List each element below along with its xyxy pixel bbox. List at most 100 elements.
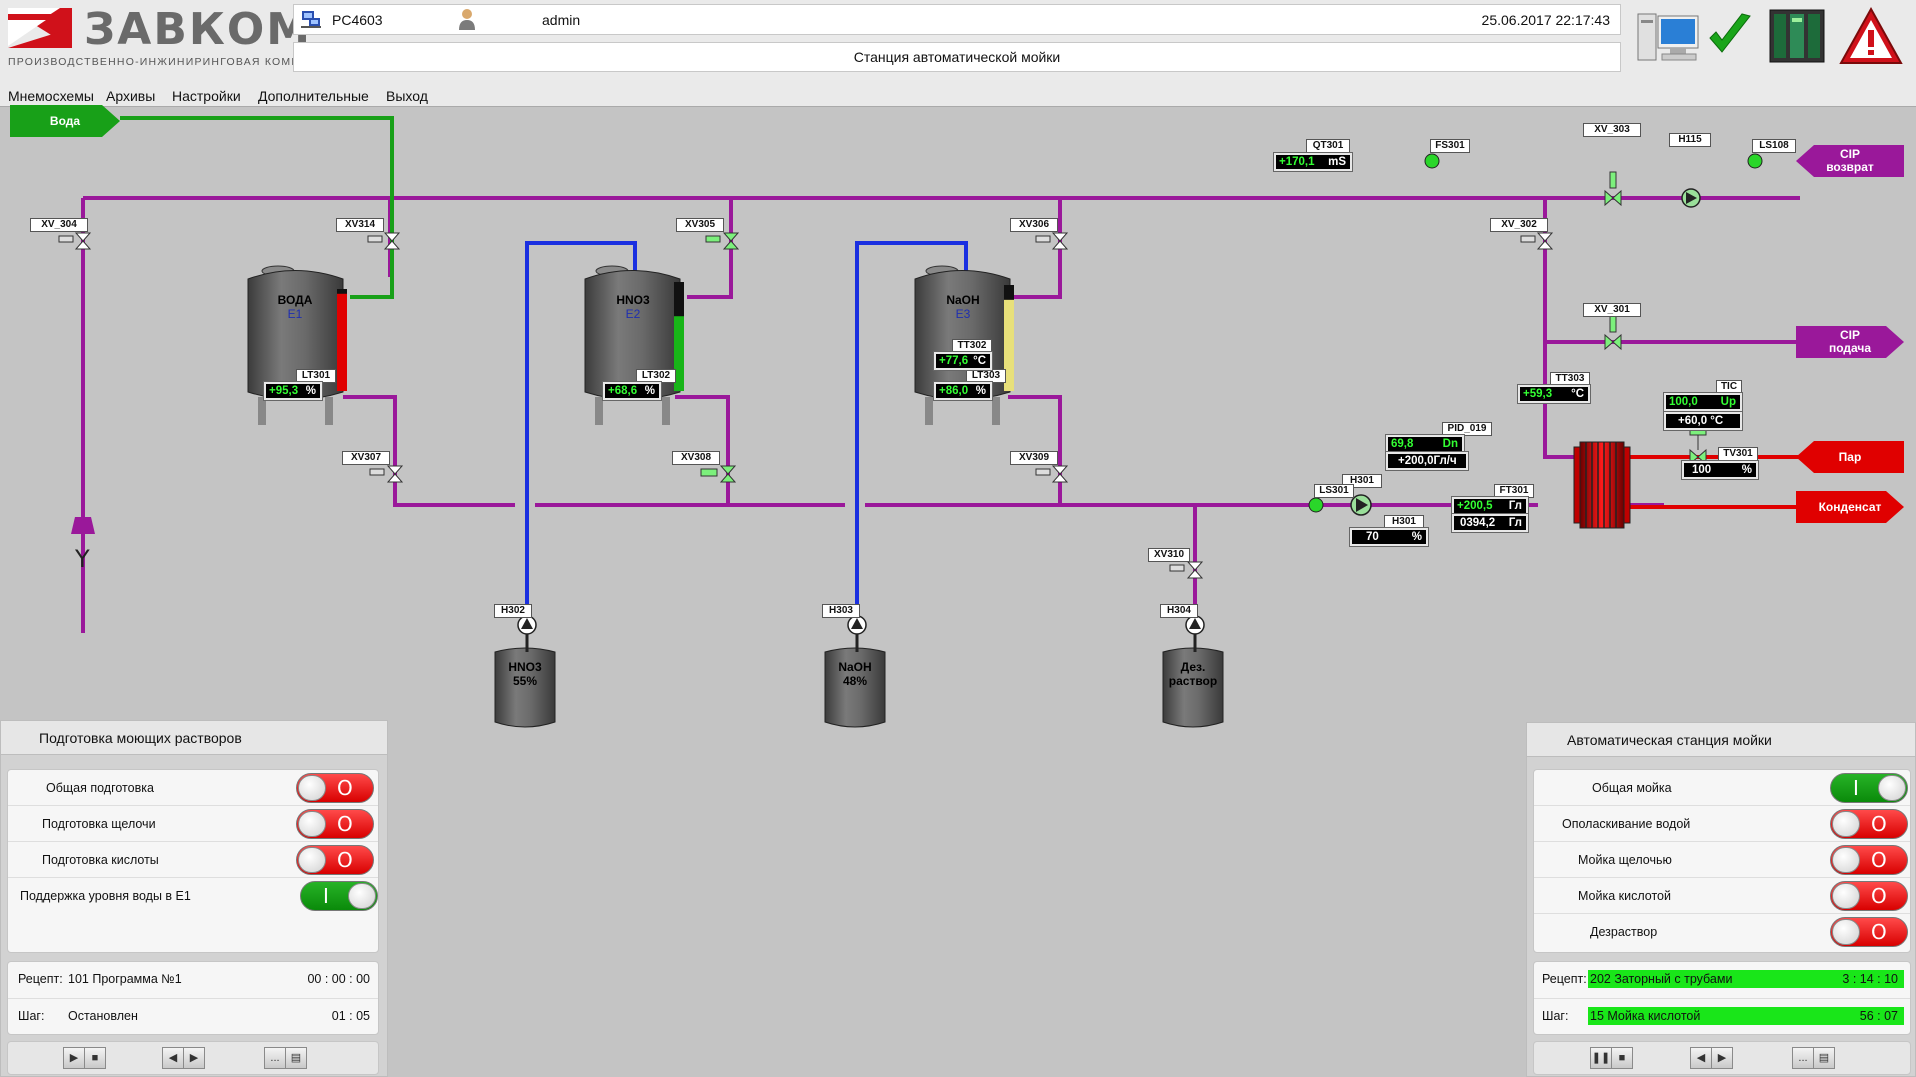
tic-output-value: 100,0 [1669, 396, 1698, 408]
acid-prep-toggle[interactable]: О [296, 845, 374, 875]
pump-h304-icon[interactable] [1185, 615, 1205, 635]
right-recipe-bar: 202 Заторный с трубами 3 : 14 : 10 [1588, 970, 1904, 988]
qt301-display[interactable]: +170,1 mS [1273, 152, 1353, 172]
container-naoh[interactable] [824, 647, 886, 728]
tag-xv310: XV310 [1148, 548, 1190, 562]
datetime: 25.06.2017 22:17:43 [1481, 12, 1610, 28]
valve-xv301[interactable] [1604, 315, 1622, 351]
condensate-flag-label: Конденсат [1818, 500, 1882, 514]
water-level-toggle[interactable]: I [300, 881, 378, 911]
valve-xv304[interactable] [58, 232, 92, 250]
more-icon[interactable]: ... [1792, 1047, 1814, 1069]
valve-xv302[interactable] [1520, 232, 1554, 250]
right-row-3-label: Мойка кислотой [1578, 889, 1671, 903]
valve-xv314[interactable] [367, 232, 401, 250]
container-disinfectant[interactable] [1162, 647, 1224, 728]
tt303-unit: °C [1571, 388, 1584, 400]
pid-setpoint-display[interactable]: +200,0Гл/ч [1385, 451, 1469, 471]
stop-icon[interactable]: ■ [84, 1047, 106, 1069]
h301-speed-display[interactable]: 70 % [1349, 527, 1429, 547]
menu-settings[interactable]: Настройки [172, 88, 241, 104]
heat-exchanger[interactable] [1573, 441, 1631, 529]
tag-fs301: FS301 [1430, 139, 1470, 153]
general-prep-toggle[interactable]: О [296, 773, 374, 803]
level-fill-e2 [674, 316, 684, 391]
pid-output-display[interactable]: 69,8 Dn [1385, 434, 1465, 454]
report-icon[interactable]: ▤ [1813, 1047, 1835, 1069]
tic-output-display[interactable]: 100,0 Up [1663, 392, 1743, 412]
menu-exit[interactable]: Выход [386, 88, 428, 104]
more-icon[interactable]: ... [264, 1047, 286, 1069]
valve-xv303[interactable] [1604, 171, 1622, 207]
menu-archives[interactable]: Архивы [106, 88, 156, 104]
status-bar: PC4603 admin 25.06.2017 22:17:43 [293, 4, 1621, 35]
step-back-icon[interactable]: ◀ [1690, 1047, 1712, 1069]
valve-xv308[interactable] [700, 465, 737, 483]
step-forward-icon[interactable]: ▶ [1711, 1047, 1733, 1069]
step-forward-icon[interactable]: ▶ [183, 1047, 205, 1069]
stop-icon[interactable]: ■ [1611, 1047, 1633, 1069]
valve-xv305[interactable] [705, 232, 740, 250]
workstation-icon[interactable] [1636, 6, 1784, 66]
left-step-label: Шаг: [18, 1009, 45, 1023]
step-back-icon[interactable]: ◀ [162, 1047, 184, 1069]
valve-xv307[interactable] [369, 465, 404, 483]
drain-funnel-icon [71, 517, 95, 534]
pump-h115-icon[interactable] [1681, 188, 1701, 208]
right-row-0-label: Общая мойка [1592, 781, 1672, 795]
steam-pipes [1630, 455, 1800, 509]
level-switch-ls108-icon[interactable] [1747, 153, 1763, 169]
tank-e1[interactable] [247, 265, 347, 425]
server-rack-icon[interactable] [1768, 8, 1826, 64]
pause-icon[interactable]: ❚❚ [1590, 1047, 1612, 1069]
valve-xv306[interactable] [1035, 232, 1069, 250]
menu-mnemoschemes[interactable]: Мнемосхемы [8, 88, 94, 104]
general-wash-state: I [1853, 776, 1859, 800]
water-rinse-toggle[interactable]: О [1830, 809, 1908, 839]
right-step-time: 56 : 07 [1859, 1009, 1898, 1023]
valve-xv309[interactable] [1035, 465, 1069, 483]
ft301-total-display[interactable]: 0394,2 Гл [1451, 513, 1529, 533]
tv301-display[interactable]: 100 % [1681, 460, 1759, 480]
valve-tv301[interactable] [1689, 428, 1707, 466]
report-icon[interactable]: ▤ [285, 1047, 307, 1069]
dosing-pipes [525, 241, 968, 622]
acid-wash-toggle[interactable]: О [1830, 881, 1908, 911]
alarm-warning-icon[interactable] [1838, 6, 1904, 66]
tic-output-direction: Up [1720, 396, 1736, 408]
disinfect-toggle[interactable]: О [1830, 917, 1908, 947]
lt303-display[interactable]: +86,0 % [933, 381, 993, 401]
ft301-flow-value: +200,5 [1457, 500, 1493, 512]
ft301-flow-display[interactable]: +200,5 Гл [1451, 496, 1529, 516]
flow-switch-fs301-icon[interactable] [1424, 153, 1440, 169]
valve-xv310[interactable] [1169, 561, 1204, 579]
water-level-state: I [323, 884, 329, 908]
tank-e2[interactable] [584, 265, 684, 425]
tank-e2-name: HNO3 [616, 293, 650, 307]
cip-return-flag: CIP возврат [1796, 145, 1904, 177]
general-wash-toggle[interactable]: I [1830, 773, 1908, 803]
tt303-display[interactable]: +59,3 °C [1517, 384, 1591, 404]
left-row-1-label: Подготовка щелочи [42, 817, 156, 831]
left-row-2-label: Подготовка кислоты [42, 853, 159, 867]
tic-setpoint-display[interactable]: +60,0 °C [1663, 411, 1743, 431]
left-recipe-value: 101 Программа №1 [68, 972, 182, 986]
tag-tt303: TT303 [1550, 372, 1590, 386]
tank-e1-name: ВОДА [277, 293, 313, 307]
pid-output-value: 69,8 [1391, 438, 1414, 450]
tag-xv303: XV_303 [1583, 123, 1641, 137]
menu-additional[interactable]: Дополнительные [258, 88, 369, 104]
pump-h303-icon[interactable] [847, 615, 867, 635]
pump-h302-icon[interactable] [517, 615, 537, 635]
lt301-display[interactable]: +95,3 % [263, 381, 323, 401]
tt302-display[interactable]: +77,6 °C [933, 351, 993, 371]
company-logo: ЗАВКОМ ПРОИЗВОДСТВЕННО-ИНЖИНИРИНГОВАЯ КО… [8, 4, 333, 72]
lt302-display[interactable]: +68,6 % [602, 381, 662, 401]
pump-h301-icon[interactable] [1350, 494, 1372, 516]
alkali-prep-toggle[interactable]: О [296, 809, 374, 839]
level-switch-ls301-icon[interactable] [1308, 497, 1324, 513]
alkali-wash-toggle[interactable]: О [1830, 845, 1908, 875]
play-icon[interactable]: ▶ [63, 1047, 85, 1069]
tag-xv301: XV_301 [1583, 303, 1641, 317]
container-hno3[interactable] [494, 647, 556, 728]
